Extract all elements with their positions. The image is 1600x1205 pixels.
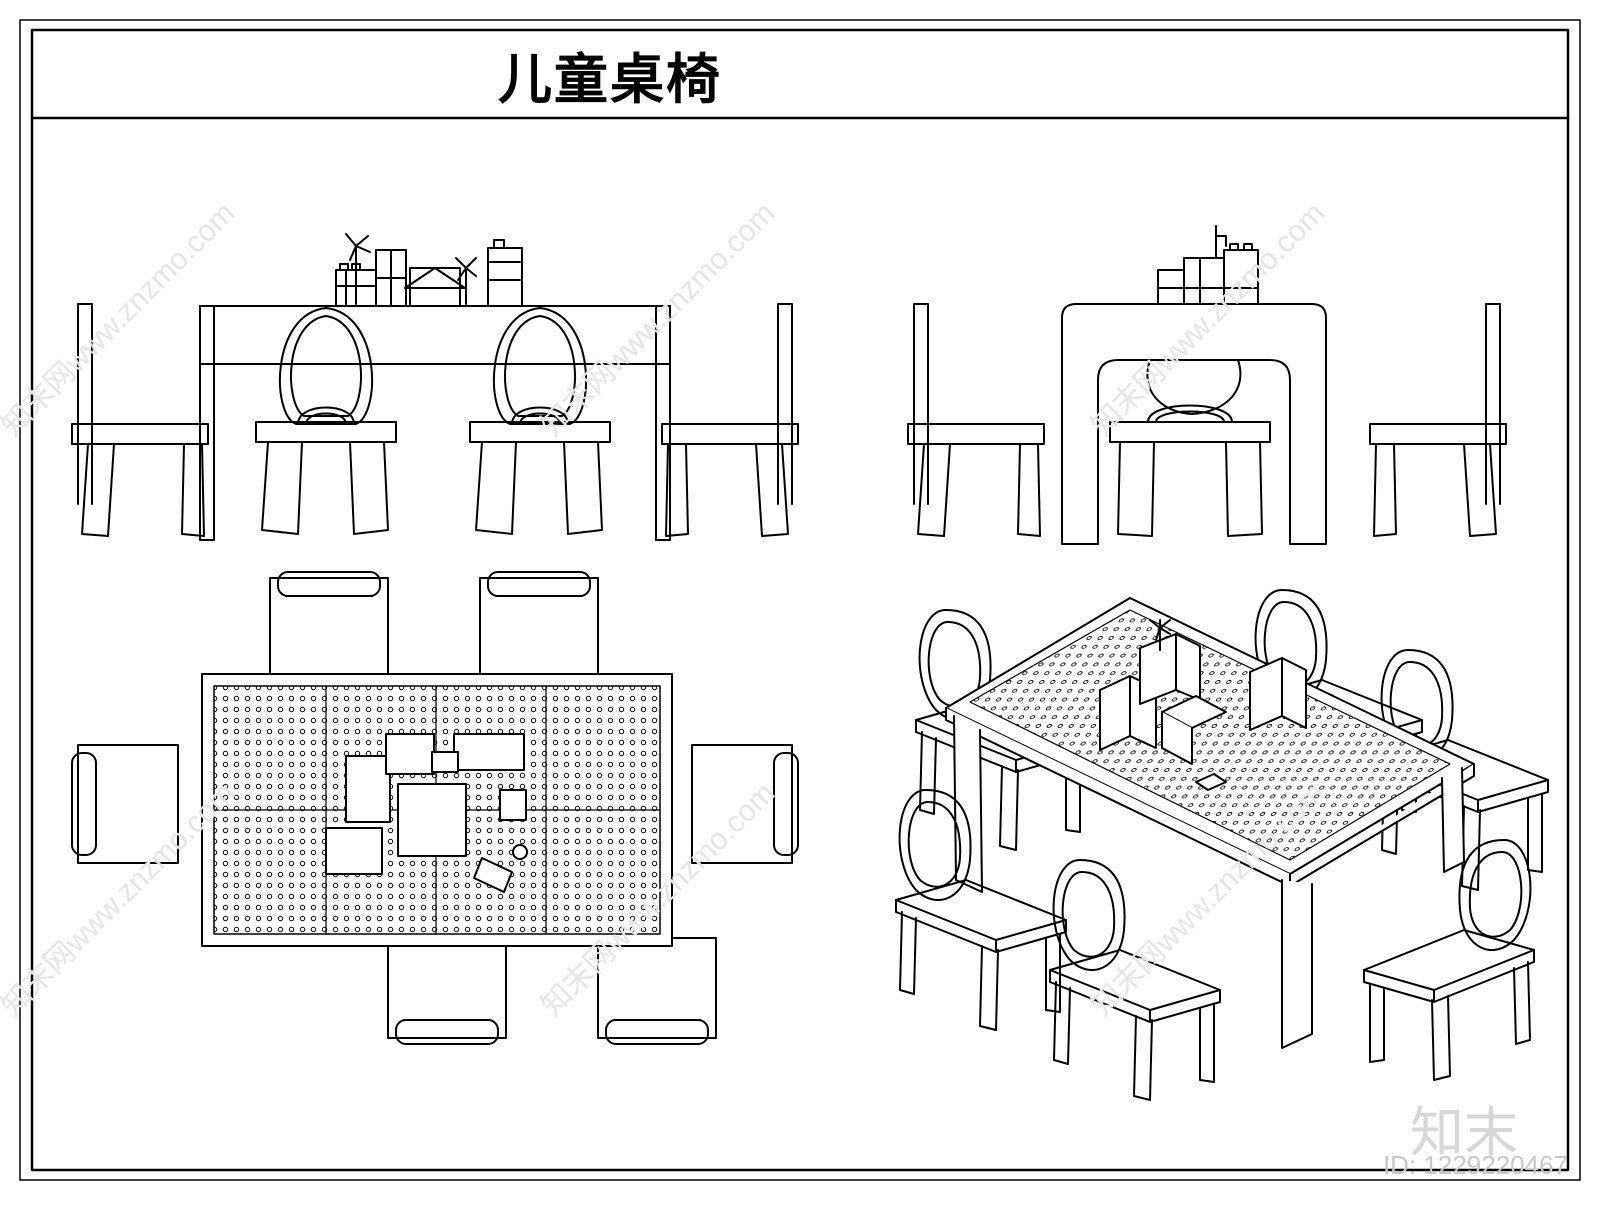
side-chair-left [907,303,1045,537]
front-chair-1 [255,307,397,535]
drawing-title: 儿童桌椅 [498,47,722,111]
plan-view [71,571,799,1045]
image-id: ID: 1229220467 [1382,1150,1568,1180]
plan-chair-left [71,744,179,864]
side-chair-right [1369,303,1507,537]
front-chair-left [71,303,209,537]
plan-chair-top-1 [269,571,389,679]
front-elevation [71,233,799,541]
front-chair-right [661,303,799,537]
side-chair-middle [1109,404,1271,537]
iso-chair-front-center [1049,859,1221,1101]
drawing-border [19,19,1581,1181]
plan-chair-bottom-2 [597,937,717,1045]
iso-chair-front-right [1363,839,1535,1081]
iso-toy-blocks [1099,619,1307,791]
front-chair-2 [469,307,611,535]
front-toy-blocks [335,233,523,307]
iso-table [945,597,1475,1049]
side-elevation [907,225,1507,545]
side-toy-blocks [1157,225,1259,305]
plan-chair-right [691,744,799,864]
isometric-view [895,589,1549,1101]
plan-toy-blocks [325,733,528,893]
plan-chair-bottom-1 [387,937,507,1045]
brand-logo-text: 知末 [1410,1101,1518,1164]
plan-chair-top-2 [479,571,599,679]
